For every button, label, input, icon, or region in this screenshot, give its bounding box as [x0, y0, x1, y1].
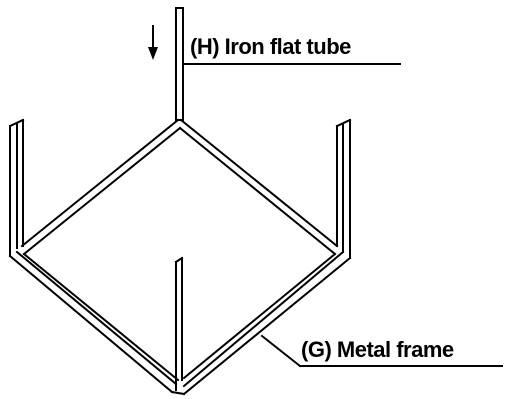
- arrow-down-icon: [148, 25, 158, 60]
- frame-upper-left-edge: [20, 118, 182, 256]
- frame-upper-right-edge: [178, 118, 339, 256]
- center-flat-tube: [174, 256, 184, 385]
- frame-lower-right-edge: [182, 250, 352, 396]
- label-metal-frame: (G) Metal frame: [301, 337, 454, 362]
- iron-flat-tube: [175, 7, 184, 121]
- right-post: [335, 118, 352, 259]
- frame-bottom-corner: [170, 383, 186, 396]
- frame-lower-left-edge: [8, 250, 180, 394]
- left-post: [8, 118, 25, 257]
- leader-line-frame: [260, 334, 503, 368]
- label-iron-flat-tube: (H) Iron flat tube: [190, 34, 351, 59]
